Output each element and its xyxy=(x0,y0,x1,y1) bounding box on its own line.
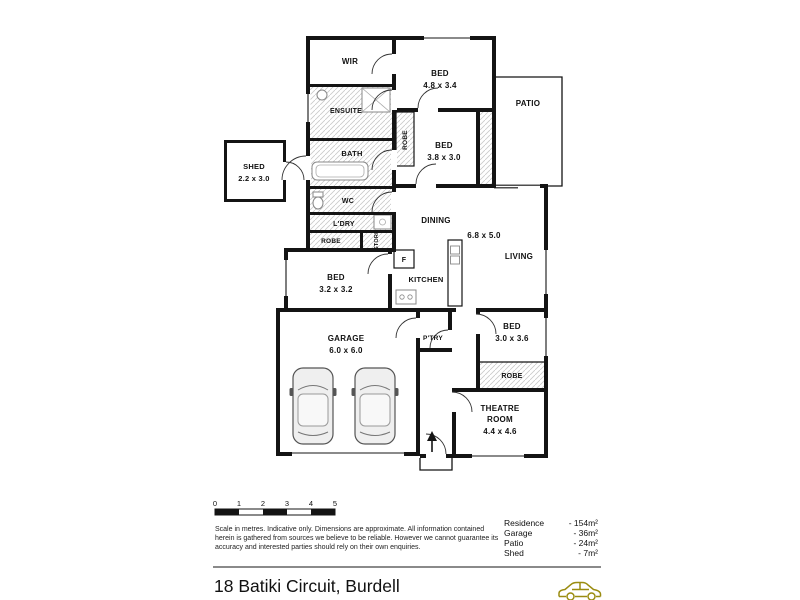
label-theatre2: ROOM xyxy=(487,415,513,424)
scale-tick: 1 xyxy=(237,499,241,508)
dims-garage: 6.0 x 6.0 xyxy=(329,346,363,355)
legend-label: Patio xyxy=(504,538,524,548)
scale-tick: 2 xyxy=(261,499,265,508)
disclaimer-line: herein is gathered from sources we belie… xyxy=(215,535,499,542)
dims-bed4: 3.0 x 3.6 xyxy=(495,334,529,343)
shower xyxy=(361,87,391,113)
label-fridge: F xyxy=(402,257,407,264)
label-ptry: P'TRY xyxy=(423,335,443,342)
legend-label: Garage xyxy=(504,528,533,538)
dims-bed2: 3.8 x 3.0 xyxy=(427,153,461,162)
door-openings xyxy=(305,54,481,412)
agency-car-logo xyxy=(558,581,602,600)
bath-tub xyxy=(311,161,369,181)
label-wc: WC xyxy=(342,198,354,205)
laundry-tub xyxy=(373,214,392,230)
sliding-door xyxy=(494,184,542,189)
dims-shed: 2.2 x 3.0 xyxy=(238,174,269,183)
label-bed1: BED xyxy=(431,69,449,78)
fixtures xyxy=(311,87,463,307)
label-wir: WIR xyxy=(342,57,358,66)
room-labels: WIR BED 4.8 x 3.4 ENSUITE PATIO ROBE BED… xyxy=(238,57,540,436)
disclaimer-line: accuracy and interested parties should r… xyxy=(215,544,421,551)
ensuite-basin xyxy=(316,89,328,101)
label-store: STORE xyxy=(374,230,380,250)
label-dining: DINING xyxy=(421,216,451,225)
label-theatre: THEATRE xyxy=(481,404,520,413)
label-garage: GARAGE xyxy=(328,334,365,343)
fridge xyxy=(393,249,415,269)
scale-tick: 4 xyxy=(309,499,313,508)
label-ensuite: ENSUITE xyxy=(330,108,362,115)
door-arcs xyxy=(281,53,497,455)
scale-tick: 3 xyxy=(285,499,289,508)
label-shed: SHED xyxy=(243,162,265,171)
label-bath: BATH xyxy=(341,149,362,158)
label-kitchen: KITCHEN xyxy=(408,275,443,284)
scale-tick: 0 xyxy=(213,499,217,508)
page-title: 18 Batiki Circuit, Burdell xyxy=(214,576,400,596)
label-robe2: ROBE xyxy=(321,238,341,245)
dims-dining: 6.8 x 5.0 xyxy=(467,231,501,240)
label-ldry: L'DRY xyxy=(333,221,355,228)
floorplan: WIR BED 4.8 x 3.4 ENSUITE PATIO ROBE BED… xyxy=(224,35,563,471)
dims-bed1: 4.8 x 3.4 xyxy=(423,81,457,90)
disclaimer-line: Scale in metres. Indicative only. Dimens… xyxy=(215,526,484,533)
car-1 xyxy=(288,367,338,445)
label-robe1: ROBE xyxy=(402,130,409,150)
entry xyxy=(419,431,453,471)
patio-outline xyxy=(496,76,563,187)
legend-label: Shed xyxy=(504,548,524,558)
disclaimer: Scale in metres. Indicative only. Dimens… xyxy=(215,526,499,551)
car-2 xyxy=(350,367,400,445)
legend-value: - 24m² xyxy=(573,538,598,548)
kitchen-sink xyxy=(450,245,460,255)
legend-value: - 36m² xyxy=(573,528,598,538)
area-legend: Residence - 154m² Garage - 36m² Patio - … xyxy=(504,518,598,558)
label-robe3: ROBE xyxy=(501,373,522,380)
legend-value: - 7m² xyxy=(578,548,598,558)
scale-bar: 0 1 2 3 4 5 xyxy=(213,499,337,516)
label-living: LIVING xyxy=(505,252,533,261)
label-patio: PATIO xyxy=(516,99,541,108)
label-bed4: BED xyxy=(503,322,521,331)
legend-value: - 154m² xyxy=(569,518,598,528)
kitchen-bench xyxy=(447,239,463,307)
cooktop xyxy=(395,289,417,305)
toilet xyxy=(312,191,324,210)
label-bed2: BED xyxy=(435,141,453,150)
label-bed3: BED xyxy=(327,273,345,282)
shed xyxy=(224,140,305,202)
dims-bed3: 3.2 x 3.2 xyxy=(319,285,353,294)
windows xyxy=(283,35,549,459)
cars xyxy=(288,367,400,445)
dims-theatre: 4.4 x 4.6 xyxy=(483,427,517,436)
legend-label: Residence xyxy=(504,518,544,528)
scale-tick: 5 xyxy=(333,499,337,508)
